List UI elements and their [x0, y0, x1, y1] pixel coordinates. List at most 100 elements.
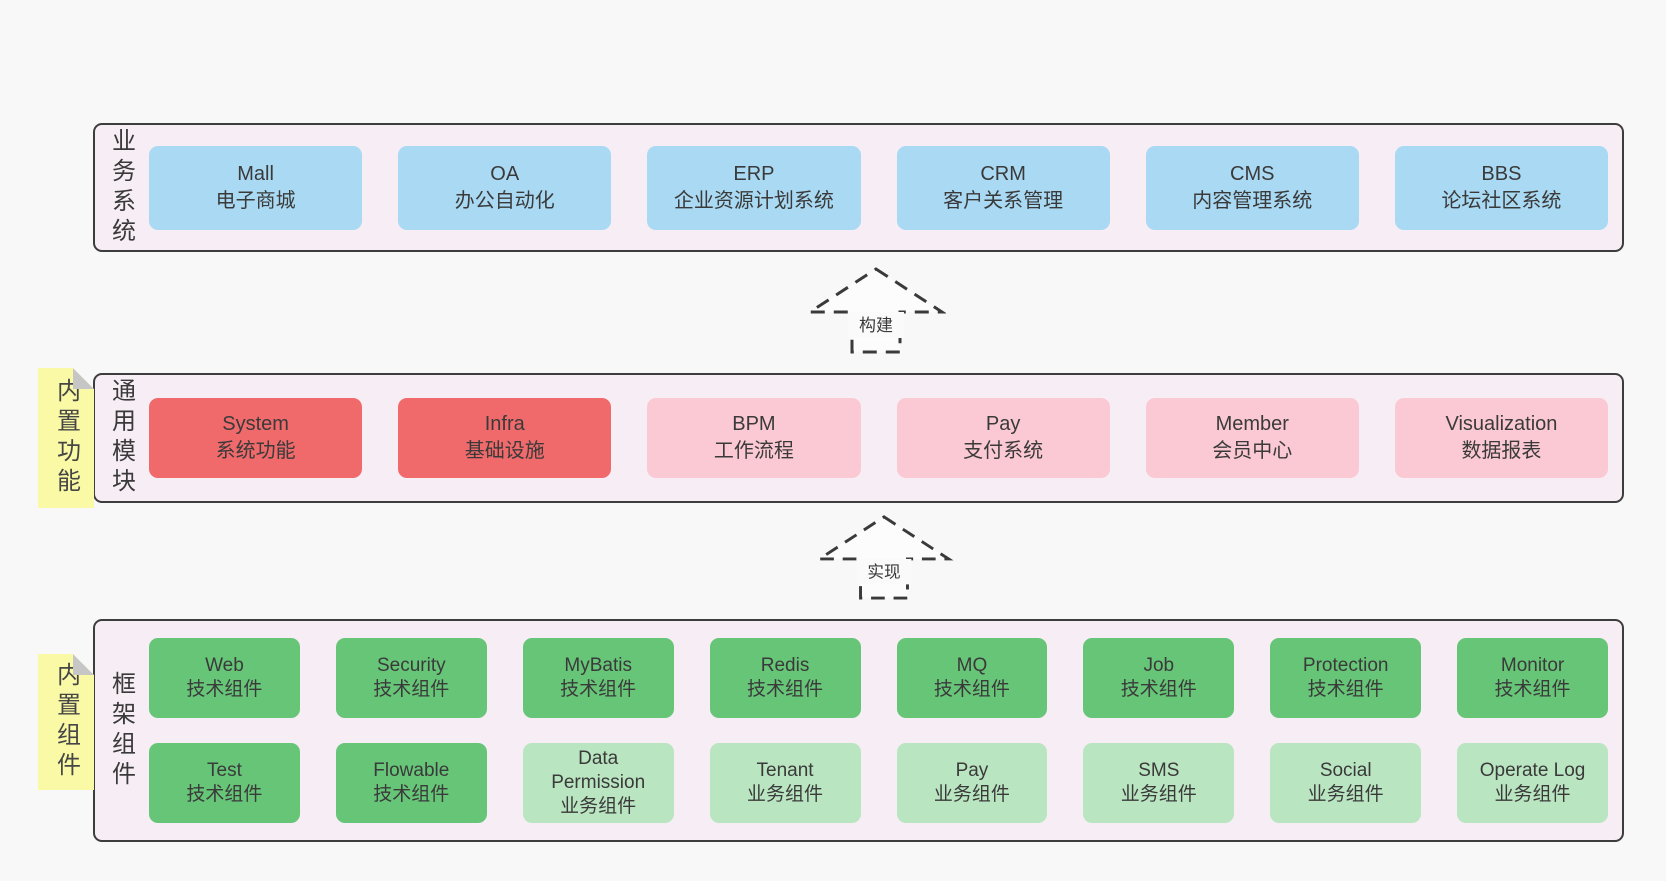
node-subtitle: 技术组件 [373, 679, 450, 700]
node-title: CMS [1230, 162, 1275, 185]
node-title: OA [490, 162, 520, 185]
components-row-2: Test 技术组件 Flowable 技术组件 Data Permission … [149, 743, 1608, 823]
arrow-label-background [856, 558, 912, 585]
node-subtitle: 业务组件 [933, 784, 1010, 805]
band-modules-content: System 系统功能 Infra 基础设施 BPM 工作流程 Pay 支付系统… [147, 375, 1622, 501]
build-arrow: 构建 [806, 267, 946, 354]
node-subtitle: 技术组件 [1494, 679, 1571, 700]
node-pay-biz: Pay 业务组件 [896, 743, 1048, 823]
band-framework-components: 框架组件 Web 技术组件 Security 技术组件 MyBatis 技术组件… [93, 619, 1624, 842]
node-subtitle: 技术组件 [186, 679, 263, 700]
node-subtitle: 技术组件 [186, 784, 263, 805]
node-title: System [222, 413, 289, 435]
node-title: MQ [956, 654, 988, 676]
folded-corner [73, 368, 94, 389]
node-subtitle: 业务组件 [747, 784, 824, 805]
node-title: Redis [760, 654, 810, 676]
node-job: Job 技术组件 [1083, 638, 1235, 718]
folded-corner [73, 654, 94, 675]
node-subtitle: 客户关系管理 [943, 189, 1064, 212]
node-erp: ERP 企业资源计划系统 [647, 145, 861, 230]
node-subtitle: 工作流程 [713, 440, 794, 462]
band-common-modules: 通用模块 System 系统功能 Infra 基础设施 BPM 工作流程 Pay… [93, 373, 1624, 503]
node-subtitle: 会员中心 [1212, 440, 1293, 462]
node-title: Job [1143, 654, 1175, 676]
node-oa: OA 办公自动化 [398, 145, 612, 230]
node-test: Test 技术组件 [149, 743, 300, 823]
sticky-note-builtin-functions: 内置功能 [38, 368, 94, 508]
node-title: Tenant [756, 759, 814, 781]
node-title: Web [205, 654, 244, 676]
node-subtitle: 业务组件 [560, 796, 637, 818]
node-subtitle: 技术组件 [1120, 679, 1197, 700]
node-pay: Pay 支付系统 [896, 398, 1110, 478]
node-tenant: Tenant 业务组件 [709, 743, 861, 823]
node-member: Member 会员中心 [1145, 398, 1359, 478]
implement-arrow: 实现 [814, 515, 954, 600]
node-title: Infra [484, 413, 525, 435]
node-subtitle: 技术组件 [560, 679, 637, 700]
arrow-label: 构建 [859, 316, 893, 335]
band-business-systems: 业务系统 Mall 电子商城 OA 办公自动化 ERP 企业资源计划系统 CRM… [93, 123, 1624, 252]
node-subtitle: 内容管理系统 [1192, 189, 1313, 212]
node-title: CRM [980, 162, 1026, 185]
node-title: Visualization [1445, 413, 1558, 435]
node-title: Flowable [373, 759, 450, 781]
node-subtitle: 技术组件 [373, 784, 450, 805]
node-subtitle: 基础设施 [464, 440, 545, 462]
node-title: BPM [732, 413, 776, 435]
band-components-label: 框架组件 [107, 670, 135, 791]
node-title: Member [1215, 413, 1289, 435]
arrow-label-background [848, 312, 904, 338]
node-subtitle: 业务组件 [1120, 784, 1197, 805]
components-row-1: Web 技术组件 Security 技术组件 MyBatis 技术组件 Redi… [149, 638, 1608, 718]
node-subtitle: 技术组件 [1307, 679, 1384, 700]
node-operate-log: Operate Log 业务组件 [1457, 743, 1608, 823]
node-subtitle: 数据报表 [1461, 440, 1542, 462]
node-title: Mall [237, 162, 274, 185]
node-title: Data Permission [551, 747, 646, 793]
node-data-permission: Data Permission 业务组件 [522, 743, 674, 823]
node-web: Web 技术组件 [149, 638, 300, 718]
node-title: ERP [733, 162, 775, 185]
sticky-note-label: 内置组件 [52, 662, 80, 782]
node-flowable: Flowable 技术组件 [335, 743, 487, 823]
node-title: Protection [1302, 654, 1389, 676]
band-business-content: Mall 电子商城 OA 办公自动化 ERP 企业资源计划系统 CRM 客户关系… [147, 125, 1622, 250]
node-social: Social 业务组件 [1270, 743, 1422, 823]
node-subtitle: 企业资源计划系统 [673, 189, 834, 212]
node-title: Operate Log [1479, 759, 1586, 781]
node-title: Test [207, 759, 242, 781]
node-title: MyBatis [564, 654, 632, 676]
node-bpm: BPM 工作流程 [647, 398, 861, 478]
node-title: BBS [1481, 162, 1522, 185]
node-crm: CRM 客户关系管理 [896, 145, 1110, 230]
node-subtitle: 系统功能 [215, 440, 296, 462]
node-title: Pay [985, 413, 1021, 435]
band-label-column: 框架组件 [95, 621, 147, 840]
node-subtitle: 业务组件 [1494, 784, 1571, 805]
band-components-content: Web 技术组件 Security 技术组件 MyBatis 技术组件 Redi… [147, 621, 1622, 840]
node-subtitle: 技术组件 [747, 679, 824, 700]
band-label-column: 业务系统 [95, 125, 147, 250]
up-arrow-shape [814, 515, 954, 600]
node-subtitle: 论坛社区系统 [1441, 189, 1562, 212]
node-subtitle: 技术组件 [933, 679, 1010, 700]
node-subtitle: 业务组件 [1307, 784, 1384, 805]
node-mall: Mall 电子商城 [149, 145, 363, 230]
node-title: SMS [1138, 759, 1180, 781]
node-visualization: Visualization 数据报表 [1394, 398, 1609, 478]
node-cms: CMS 内容管理系统 [1145, 145, 1359, 230]
node-security: Security 技术组件 [335, 638, 487, 718]
sticky-note-builtin-components: 内置组件 [38, 654, 94, 790]
node-subtitle: 电子商城 [215, 189, 296, 212]
sticky-note-label: 内置功能 [52, 378, 80, 498]
node-title: Social [1319, 759, 1372, 781]
band-label-column: 通用模块 [95, 375, 147, 501]
node-title: Monitor [1500, 654, 1565, 676]
node-monitor: Monitor 技术组件 [1457, 638, 1608, 718]
up-arrow-shape [806, 267, 946, 354]
node-bbs: BBS 论坛社区系统 [1394, 145, 1609, 230]
node-mybatis: MyBatis 技术组件 [522, 638, 674, 718]
